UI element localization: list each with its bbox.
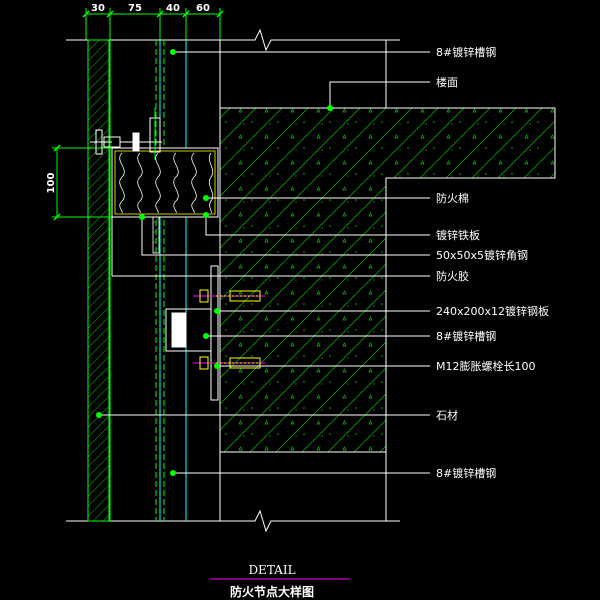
title-block: DETAIL 防火节点大样图	[210, 563, 350, 599]
steel-plate	[210, 265, 219, 401]
detail-subtitle: 防火节点大样图	[230, 584, 314, 599]
leader-lines	[99, 51, 430, 474]
label-channel-steel-top: 8#镀锌槽钢	[436, 45, 496, 59]
label-steel-plate: 240x200x12镀锌钢板	[436, 304, 549, 318]
stone-panel	[87, 39, 110, 522]
expansion-bolt-lower	[193, 356, 265, 370]
detail-title: DETAIL	[248, 563, 295, 577]
label-angle-steel: 50x50x5镀锌角钢	[436, 248, 528, 262]
channel-bracket	[165, 308, 212, 352]
dim-60: 60	[196, 3, 210, 14]
label-fire-wool: 防火棉	[436, 191, 469, 205]
label-channel-steel-mid: 8#镀锌槽钢	[436, 329, 496, 343]
label-fire-sealant: 防火胶	[436, 269, 469, 283]
dim-30: 30	[91, 3, 105, 14]
top-dimensions: 30 75 40 60	[82, 3, 224, 40]
dim-75: 75	[128, 3, 142, 14]
expansion-bolt-upper	[193, 289, 265, 303]
fire-insulation	[111, 147, 219, 218]
floor-slab	[219, 107, 556, 453]
top-clip	[90, 108, 162, 160]
break-lines	[66, 28, 400, 533]
leader-dots	[96, 49, 333, 476]
label-floor: 楼面	[436, 75, 458, 89]
dim-100: 100	[46, 173, 57, 194]
label-stone: 石材	[436, 408, 458, 422]
label-channel-steel-bottom: 8#镀锌槽钢	[436, 466, 496, 480]
callout-labels: 8#镀锌槽钢 楼面 防火棉 镀锌铁板 50x50x5镀锌角钢 防火胶 240x2…	[436, 45, 549, 480]
dim-40: 40	[166, 3, 180, 14]
label-expansion-bolt: M12膨胀螺栓长100	[436, 359, 535, 373]
angle-steel	[111, 216, 220, 276]
label-galvanized-sheet: 镀锌铁板	[436, 228, 480, 242]
